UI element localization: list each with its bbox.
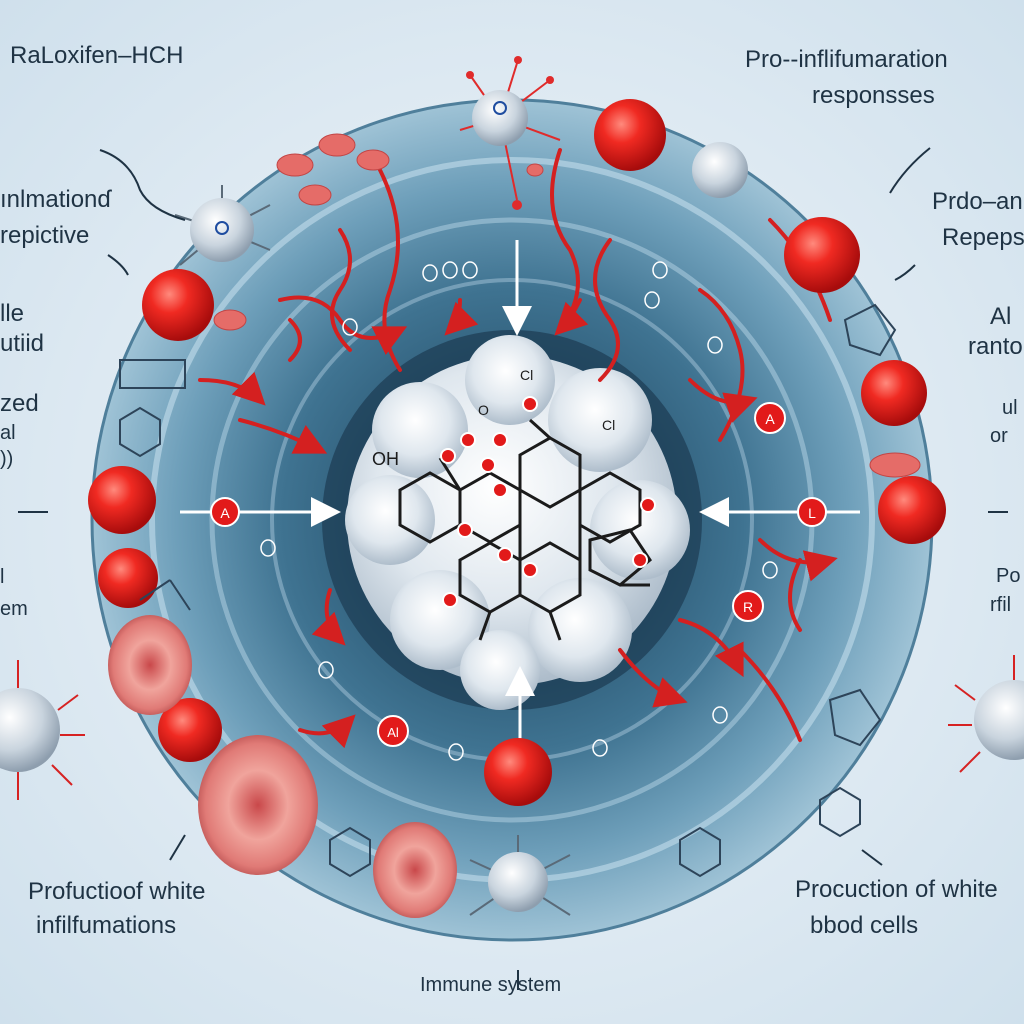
- label-right-1a: Prdo–ani: [932, 188, 1024, 215]
- label-left-3c: )): [0, 448, 14, 470]
- white-cell: [692, 142, 748, 198]
- molecule-label-ch: Cl: [602, 417, 615, 433]
- label-right-3b: or: [990, 425, 1008, 447]
- molecule-sketches: [119, 303, 897, 878]
- label-left-2a: lle: [0, 300, 25, 327]
- virus-icon-upper-left: [174, 185, 271, 266]
- label-bottom-left-1: Profuctioof white: [28, 878, 206, 905]
- center-arrows: [180, 240, 860, 750]
- marker-left: A: [210, 497, 240, 527]
- letter-markers: A L A R Al: [210, 402, 827, 747]
- label-left-1a: ınlmationɗ: [0, 186, 111, 213]
- virus-icon-top: [459, 56, 561, 210]
- label-right-4b: rfil: [990, 594, 1012, 616]
- small-red-cells: [213, 133, 921, 478]
- label-right-3a: ul: [1002, 397, 1018, 419]
- label-top-right-2: responsses: [812, 82, 935, 109]
- virus-icon-left-edge: [0, 660, 85, 800]
- label-left-2b: utiid: [0, 330, 45, 357]
- label-left-1b: repictive: [0, 222, 90, 249]
- molecule-label-o: O: [478, 402, 489, 418]
- molecule-oxygen-atoms: [440, 396, 656, 608]
- label-top-left: RaLoxifen–HCH: [10, 42, 184, 69]
- label-top-right-1: Pro--inflifumaration: [745, 46, 948, 73]
- label-bottom-right-1: Procuction of white: [795, 876, 998, 903]
- label-bottom-center: Immune system: [420, 974, 562, 996]
- marker-lower-left: Al: [377, 715, 409, 747]
- label-right-4a: Po: [996, 565, 1021, 587]
- virus-icon-bottom: [469, 835, 571, 916]
- svg-text:Al: Al: [387, 725, 399, 740]
- svg-text:A: A: [765, 411, 775, 427]
- svg-text:L: L: [808, 505, 816, 521]
- label-left-4b: em: [0, 598, 28, 620]
- edge-pointer-arrows: [18, 147, 1008, 990]
- red-fibers: [198, 148, 838, 749]
- label-bottom-left-2: infilfumations: [36, 912, 177, 939]
- red-cells: [88, 99, 946, 806]
- label-left-3a: zed: [0, 390, 39, 417]
- label-right-1b: Repeps: [942, 224, 1024, 251]
- virus-icon-right-edge: [948, 655, 1024, 773]
- label-bottom-right-2: bbod cells: [810, 912, 919, 939]
- svg-text:A: A: [220, 505, 230, 521]
- svg-text:R: R: [743, 599, 753, 615]
- label-left-3b: al: [0, 422, 16, 444]
- label-right-2a: Al: [990, 303, 1012, 330]
- marker-upper-right: A: [754, 402, 786, 434]
- molecule-label-oh: OH: [372, 449, 399, 469]
- label-left-4a: l: [0, 566, 5, 588]
- molecule-label-cl: Cl: [520, 367, 533, 383]
- label-right-2b: ranto: [968, 333, 1023, 360]
- marker-right: L: [797, 497, 827, 527]
- central-cell-cluster: [345, 335, 690, 710]
- red-blood-cell-icon: [108, 615, 457, 918]
- small-label-markers: [260, 261, 778, 761]
- marker-lower-right: R: [732, 590, 764, 622]
